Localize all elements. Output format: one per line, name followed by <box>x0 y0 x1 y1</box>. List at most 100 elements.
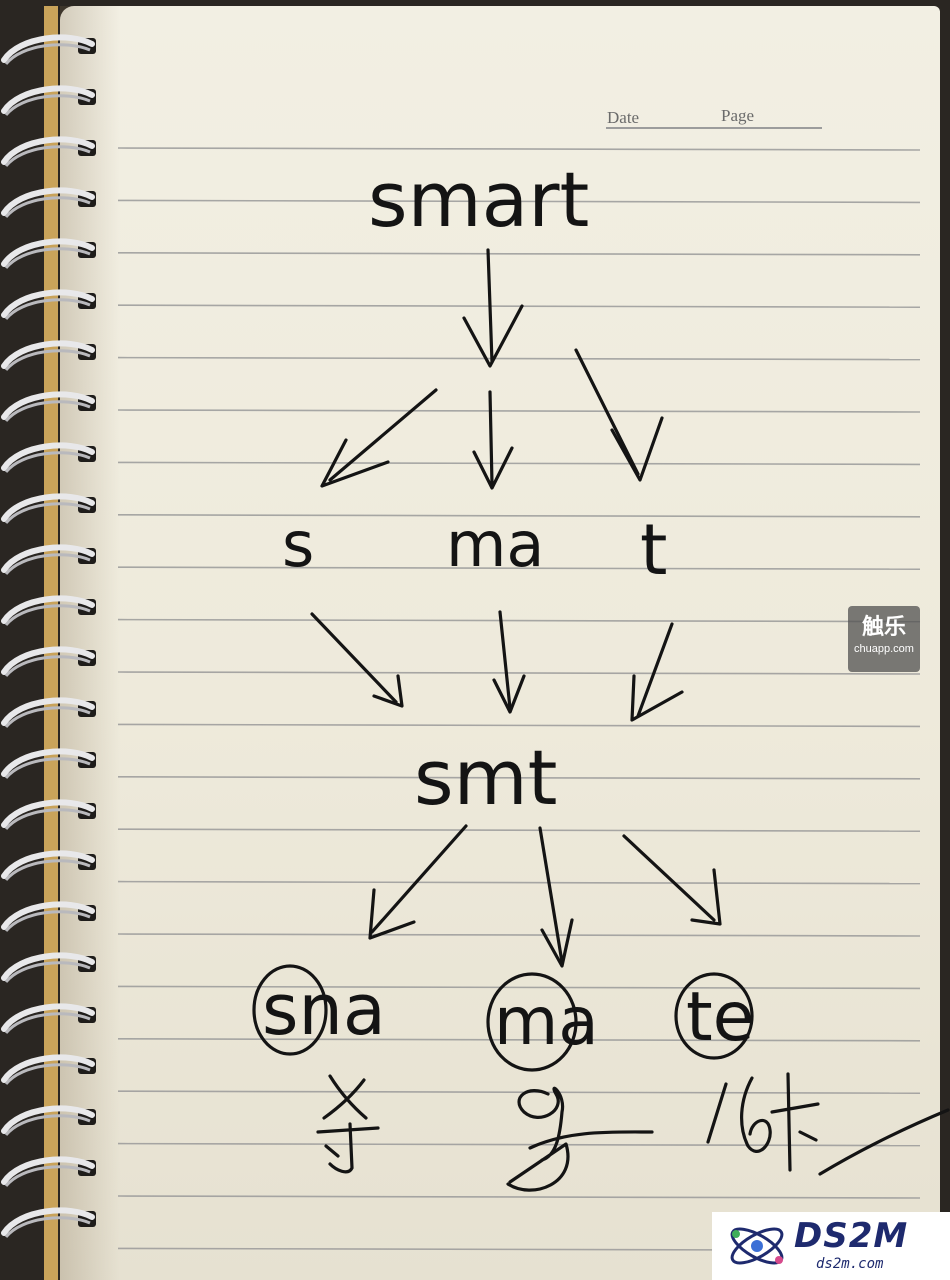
chuapp-url: chuapp.com <box>854 643 914 655</box>
ruled-line <box>117 1038 921 1042</box>
spiral-ring <box>1 799 95 828</box>
arrow-smt-to-te <box>622 834 716 922</box>
word-sna: sna <box>262 969 386 1051</box>
arrow-root-right <box>574 348 640 476</box>
spiral-ring-shade <box>4 94 91 117</box>
ruled-line <box>117 933 921 937</box>
spiral-ring <box>1 901 95 930</box>
spiral-ring-shade <box>4 910 91 933</box>
spiral-ring-shade <box>4 706 91 729</box>
glyph-under-te <box>706 1072 950 1176</box>
spiral-ring-shade <box>4 196 91 219</box>
spiral-ring <box>1 289 95 318</box>
spiral-ring-shade <box>4 553 91 576</box>
spiral-ring <box>1 1003 95 1032</box>
atom-logo-icon <box>730 1227 784 1265</box>
ruled-line <box>117 304 921 309</box>
notebook-page <box>60 6 940 1280</box>
spiral-ring <box>1 136 95 165</box>
spiral-ring <box>1 1105 95 1134</box>
spiral-ring <box>1 34 95 63</box>
ruled-line <box>117 723 921 728</box>
word-ma-lower: ma <box>494 983 599 1060</box>
arrow-s-to-smt <box>310 612 398 704</box>
spiral-ring-shade <box>4 604 91 627</box>
spiral-ring-shade <box>4 502 91 525</box>
spiral-ring <box>1 1054 95 1083</box>
spiral-ring <box>1 340 95 369</box>
spiral-ring <box>1 85 95 114</box>
word-ma: ma <box>446 508 544 581</box>
arrow-root-down <box>486 248 494 364</box>
spiral-ring-shade <box>4 145 91 168</box>
ds2m-watermark: DS2M ds2m.com <box>712 1212 950 1280</box>
ruled-line <box>117 513 921 518</box>
spiral-ring <box>1 646 95 675</box>
spiral-ring-shade <box>4 1114 91 1137</box>
spiral-ring <box>1 850 95 879</box>
spiral-ring-shade <box>4 349 91 372</box>
spiral-ring <box>1 442 95 471</box>
ruled-line <box>117 356 921 361</box>
arrowhead-s-to-smt <box>372 674 404 708</box>
circle-t <box>674 972 754 1060</box>
arrowhead-to-ma <box>472 446 514 490</box>
ruled-line <box>117 409 921 413</box>
spiral-ring-shade <box>4 655 91 678</box>
arrow-t-to-smt <box>636 622 674 718</box>
arrow-smt-to-sna <box>370 824 468 934</box>
ds2m-title: DS2M <box>794 1216 909 1256</box>
ds2m-url: ds2m.com <box>816 1256 884 1272</box>
glyph-under-sna <box>316 1074 380 1174</box>
spiral-ring-shade <box>4 451 91 474</box>
word-smt: smt <box>414 733 557 822</box>
word-te: te <box>686 978 755 1057</box>
arrow-smt-to-ma <box>538 826 564 964</box>
arrowhead-to-s <box>320 438 390 488</box>
word-smart: smart <box>368 155 589 244</box>
spiral-ring <box>1 1156 95 1185</box>
arrow-ma-to-smt <box>498 610 512 710</box>
ruled-line <box>117 147 921 151</box>
spiral-ring-shade <box>4 961 91 984</box>
spiral-ring-shade <box>4 298 91 321</box>
arrowhead-ma-to-smt <box>492 674 526 714</box>
circle-ma <box>486 972 578 1072</box>
spiral-ring <box>1 187 95 216</box>
spiral-ring-shade <box>4 1165 91 1188</box>
ruled-line <box>117 880 921 885</box>
ruled-line <box>117 828 921 833</box>
ruled-line <box>117 461 921 466</box>
spiral-ring <box>1 952 95 981</box>
glyph-under-ma <box>506 1086 654 1192</box>
ruled-line <box>117 1142 921 1147</box>
arrowhead-root-right <box>610 416 664 482</box>
arrowhead-smt-to-te <box>690 868 722 926</box>
ruled-line <box>117 618 921 623</box>
arrowhead-root-down <box>462 304 524 368</box>
ruled-line <box>117 252 921 256</box>
word-t: t <box>640 509 667 591</box>
arrow-to-s <box>328 388 438 482</box>
ruled-line <box>117 985 921 990</box>
word-s: s <box>282 508 314 581</box>
spiral-ring-shade <box>4 1012 91 1035</box>
spiral-ring-shade <box>4 757 91 780</box>
ruled-line <box>117 566 921 571</box>
arrowhead-smt-to-sna <box>368 888 416 940</box>
chuapp-watermark: 触乐 chuapp.com <box>848 606 920 672</box>
spiral-ring-shade <box>4 1216 91 1239</box>
spiral-ring <box>1 748 95 777</box>
circle-s <box>252 964 328 1056</box>
ruled-line <box>117 1090 921 1094</box>
spiral-ring-shade <box>4 808 91 831</box>
spiral-ring <box>1 1207 95 1236</box>
spiral-ring-shade <box>4 1063 91 1086</box>
spiral-ring <box>1 595 95 624</box>
chuapp-title: 触乐 <box>861 614 906 639</box>
arrowhead-t-to-smt <box>630 674 684 722</box>
spiral-ring <box>1 544 95 573</box>
